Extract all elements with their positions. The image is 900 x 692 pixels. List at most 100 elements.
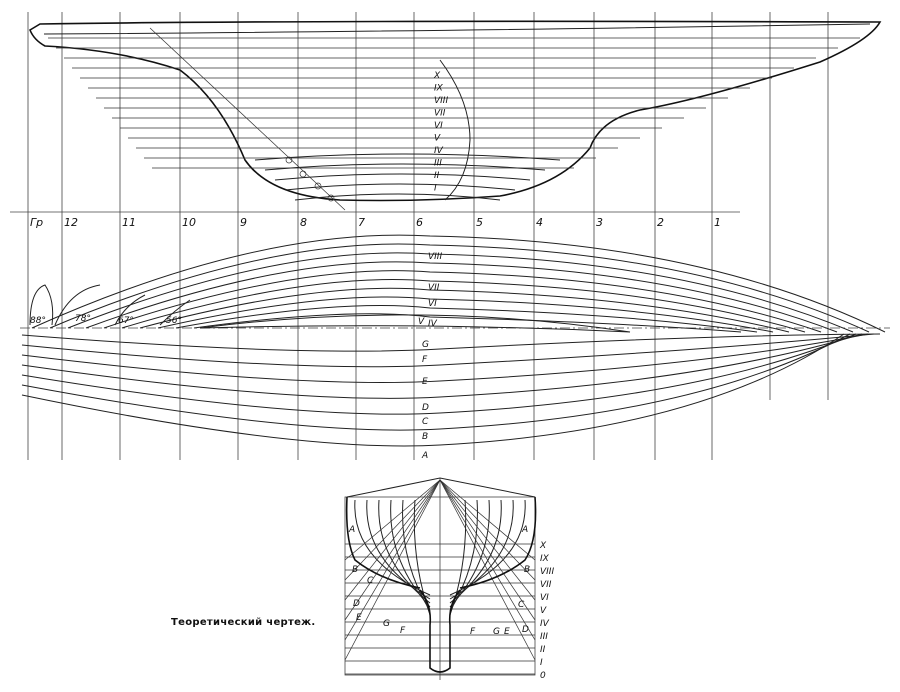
body-plan-letter: A: [521, 525, 528, 535]
body-plan-diagonal: [344, 479, 441, 561]
half-breadth-label: V: [418, 317, 425, 327]
section-curve-left: [402, 499, 431, 612]
angle-label: 88°: [30, 316, 46, 326]
half-breadth-label: VII: [428, 283, 440, 293]
body-plan-letter: E: [504, 627, 510, 637]
keel-fin: [419, 589, 461, 673]
body-plan-letter: C: [367, 576, 374, 586]
profile-waterlines: [48, 37, 860, 201]
section-curve-right: [449, 499, 478, 612]
body-plan-letter: F: [400, 626, 406, 636]
buttock-line: [21, 333, 869, 384]
half-breadth-waterline: [67, 252, 854, 333]
body-plan-diagonal: [439, 479, 536, 561]
body-plan-diagonal: [439, 479, 536, 641]
station-label: 3: [596, 216, 603, 229]
body-plan-letter: A: [348, 525, 355, 535]
body-plan-letter: B: [352, 565, 358, 575]
drawing-caption: Теоретический чертеж.: [171, 617, 316, 628]
buttock-line: [21, 333, 857, 415]
stern-arc: [54, 284, 101, 326]
body-plan-waterline-label: VIII: [540, 567, 554, 577]
waterline-label: IX: [434, 84, 444, 94]
section-curve-right: [449, 499, 490, 608]
buttock-label: E: [422, 377, 428, 387]
waterline-label: IV: [434, 146, 444, 156]
sheer-line: [43, 23, 871, 35]
body-plan-letter: E: [356, 613, 362, 623]
profile-waterline-curve: [294, 193, 501, 201]
body-plan-waterline-label: VII: [540, 580, 552, 590]
buttock-label: C: [422, 417, 429, 427]
buttock-lines: [21, 333, 881, 447]
body-plan-diagonal: [344, 479, 441, 661]
waterline-label: X: [433, 71, 441, 81]
station-label: 6: [416, 216, 423, 229]
waterline-label: I: [434, 184, 437, 194]
station-label: 12: [64, 216, 78, 229]
station-label: 2: [657, 216, 664, 229]
profile-waterline-curve: [264, 163, 546, 171]
body-plan-diagonal: [439, 479, 536, 621]
station-label: 5: [476, 216, 483, 229]
body-plan-letter: D: [353, 599, 360, 609]
buttock-label: A: [421, 451, 428, 461]
body-plan-diagonals: [344, 479, 536, 661]
body-plan-waterline-label: V: [540, 606, 547, 616]
buttock-line: [21, 333, 845, 447]
stern-arc: [114, 294, 146, 326]
half-breadth-waterline: [157, 296, 774, 333]
body-plan-diagonal: [344, 479, 441, 621]
stern-arc: [29, 284, 54, 326]
half-breadth-waterline: [85, 261, 838, 333]
buttock-line: [21, 333, 875, 368]
diagonal-point: [299, 170, 307, 178]
profile-outline: [29, 20, 882, 202]
profile-waterline-curve: [274, 173, 531, 181]
buttock-label: B: [422, 432, 428, 442]
half-breadth-waterlines: [31, 234, 886, 333]
body-plan-diagonal: [344, 479, 441, 581]
half-breadth-waterline: [103, 270, 822, 333]
buttock-line: [21, 333, 881, 352]
station-label: Гр: [30, 216, 43, 229]
half-breadth-waterline: [139, 287, 790, 333]
waterline-label: II: [434, 171, 440, 181]
body-plan-diagonal: [439, 479, 536, 661]
body-plan-waterline-label: I: [540, 658, 543, 668]
waterline-label: VI: [434, 121, 443, 131]
half-breadth-waterline: [49, 243, 870, 333]
half-breadth-label: IV: [428, 319, 438, 329]
buttock-line: [21, 333, 851, 431]
half-breadth-waterline: [121, 279, 806, 333]
diagonal-line: [149, 27, 346, 211]
profile-waterline-curve: [254, 153, 561, 161]
body-plan-letter: C: [518, 600, 525, 610]
body-plan-waterline-label: X: [539, 541, 547, 551]
half-breadth-waterline: [175, 305, 758, 333]
body-plan-letter: D: [522, 625, 529, 635]
station-label: 10: [182, 216, 196, 229]
body-plan-waterline-label: II: [540, 645, 546, 655]
waterline-label: III: [434, 159, 442, 169]
buttock-label: G: [422, 340, 429, 350]
body-plan-diagonal: [344, 479, 441, 601]
body-plan-waterline-label: III: [540, 632, 548, 642]
station-label: 4: [536, 216, 543, 229]
waterline-label: VII: [434, 109, 446, 119]
half-breadth-label: VIII: [428, 252, 442, 262]
deck-peak: [346, 477, 536, 498]
stern-arc: [159, 299, 191, 326]
keel-profile: [439, 59, 471, 201]
half-breadth-waterline: [31, 234, 886, 333]
diagonal-point: [285, 156, 293, 164]
body-plan-waterlines: [345, 543, 535, 675]
body-plan-diagonal: [439, 479, 536, 601]
buttock-label: D: [422, 403, 429, 413]
angle-label: 67°: [118, 316, 134, 326]
inner-waterline: [199, 314, 631, 333]
half-breadth-waterline: [193, 313, 742, 333]
